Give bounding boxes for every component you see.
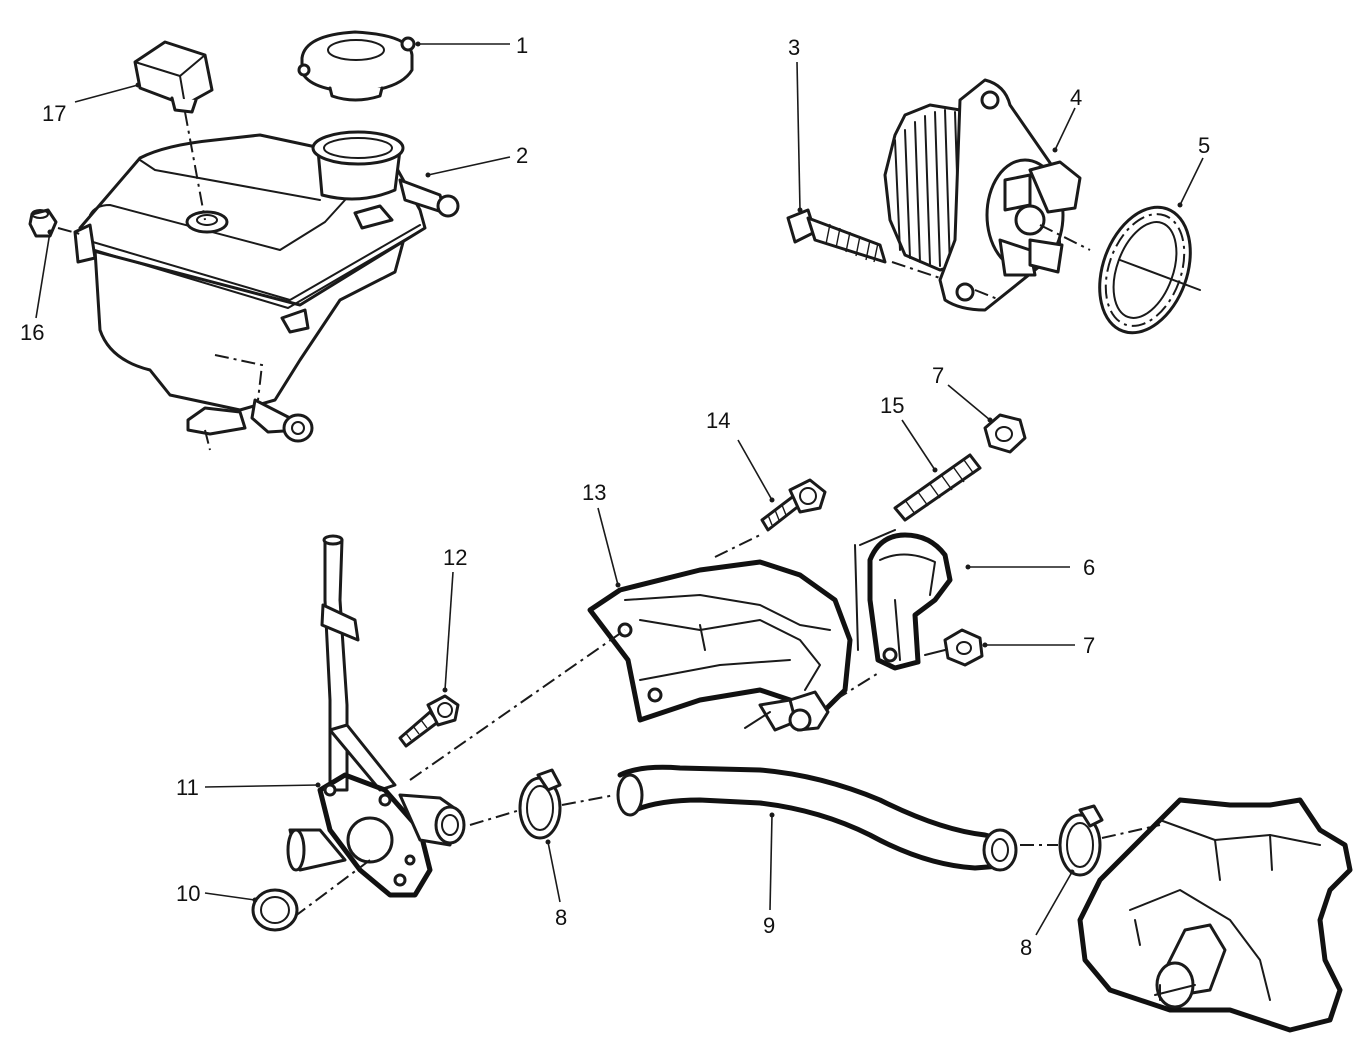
callout-11: 11 xyxy=(176,775,199,800)
callout-4: 4 xyxy=(1070,85,1082,110)
callout-8-right: 8 xyxy=(1020,935,1032,960)
callout-1: 1 xyxy=(516,33,528,58)
callout-3: 3 xyxy=(788,35,800,60)
callout-10: 10 xyxy=(176,881,200,906)
engine-block xyxy=(1077,797,1353,1033)
shield-bolt-lower xyxy=(744,671,881,732)
callout-2: 2 xyxy=(516,143,528,168)
pipe-clamp-bracket xyxy=(854,529,953,671)
radiator-cap xyxy=(297,30,416,102)
callout-15: 15 xyxy=(880,393,904,418)
heat-shield xyxy=(587,534,853,723)
hose-clip-left xyxy=(518,768,616,840)
level-sensor-cap xyxy=(133,40,214,221)
callout-7-upper: 7 xyxy=(932,363,944,388)
callout-9: 9 xyxy=(763,913,775,938)
callout-7-lower: 7 xyxy=(1083,633,1095,658)
pump-bolt xyxy=(786,208,887,264)
callout-labels: 1 2 3 4 5 6 7 7 8 8 9 10 11 12 13 14 15 … xyxy=(20,33,1210,960)
o-ring xyxy=(251,888,299,932)
callout-17: 17 xyxy=(42,101,66,126)
callout-8-left: 8 xyxy=(555,905,567,930)
coolant-hose xyxy=(616,764,1018,872)
callout-12: 12 xyxy=(443,545,467,570)
drain-plug xyxy=(28,208,81,238)
callout-16: 16 xyxy=(20,320,44,345)
expansion-tank xyxy=(73,130,460,451)
leader-lines xyxy=(35,41,1204,936)
nut-lower xyxy=(924,628,984,667)
stud xyxy=(893,453,982,522)
water-pump xyxy=(883,78,1091,312)
housing-bolt xyxy=(398,694,460,748)
callout-14: 14 xyxy=(706,408,730,433)
nut-upper xyxy=(983,413,1027,454)
outlet-housing xyxy=(286,534,626,921)
callout-13: 13 xyxy=(582,480,606,505)
hose-clip-right xyxy=(1020,804,1161,877)
pump-gasket xyxy=(1098,205,1201,335)
callout-5: 5 xyxy=(1198,133,1210,158)
callout-6: 6 xyxy=(1083,555,1095,580)
bracket-bolt xyxy=(760,478,827,532)
